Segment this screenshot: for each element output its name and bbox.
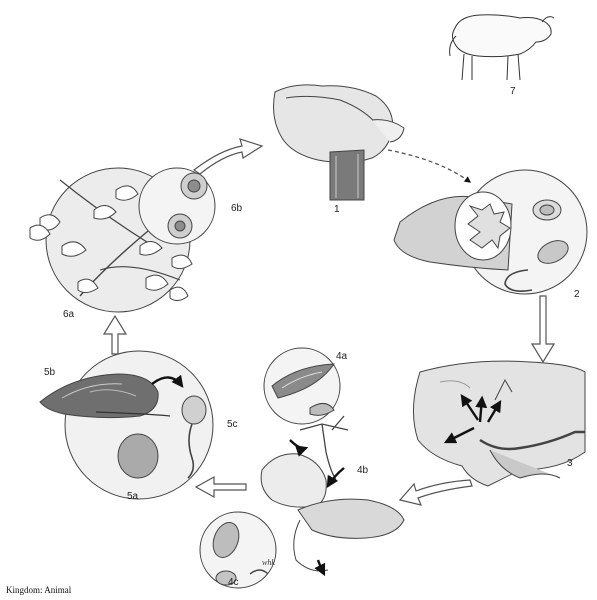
label-stage-5b: 5b [44,368,55,378]
kingdom-caption: Kingdom: Animal [6,585,71,595]
stage-2-illustration [394,170,587,294]
label-stage-4a: 4a [336,352,347,362]
label-stage-6b: 6b [231,204,242,214]
label-stage-4c: 4c [228,578,239,588]
stage-6b-illustration [139,168,215,244]
arrow-5-to-6a [104,316,126,354]
arrow-2-to-3 [532,296,554,362]
stage-1-illustration [274,85,404,200]
label-stage-2: 2 [574,290,580,300]
label-stage-5c: 5c [227,420,238,430]
label-stage-1: 1 [334,205,340,215]
label-stage-5a: 5a [127,492,138,502]
stage-3-illustration [413,361,585,486]
label-stage-6a: 6a [63,310,74,320]
stage-5-illustration [40,351,213,499]
arrow-1-to-2 [388,150,470,182]
arrow-4-to-5 [196,477,246,497]
stage-4b-illustration [261,416,404,571]
arrow-6b-to-1 [194,139,262,174]
arrow-3-to-4 [400,480,472,505]
label-stage-4b: 4b [357,466,368,476]
sheep-illustration [450,15,554,80]
label-stage-7: 7 [510,87,516,97]
label-stage-3: 3 [567,459,573,469]
artist-signature: whk [262,558,275,567]
stage-4a-illustration [264,348,340,424]
